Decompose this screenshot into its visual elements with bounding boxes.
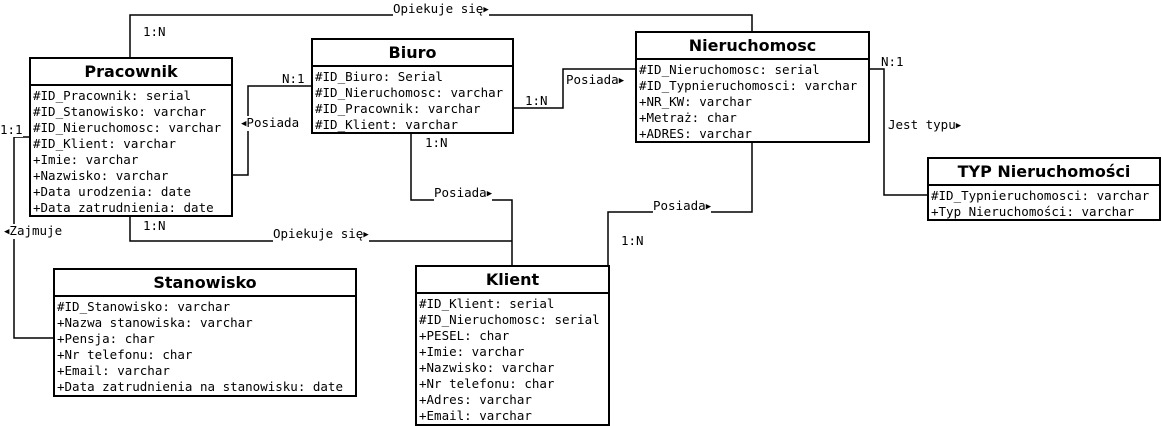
attribute: #ID_Klient: serial [419, 296, 555, 311]
attribute: +Adres: varchar [419, 392, 532, 407]
attribute: +Imie: varchar [419, 344, 525, 359]
attribute: +Nazwisko: varchar [419, 360, 555, 375]
attribute: +Email: varchar [419, 408, 532, 423]
attribute: +Nazwa stanowiska: varchar [57, 315, 253, 330]
attribute-list: #ID_Pracownik: serial #ID_Stanowisko: va… [31, 86, 231, 216]
attribute: +Data zatrudnienia: date [33, 200, 214, 215]
cardinality-label: 1:N [425, 135, 448, 150]
attribute: #ID_Nieruchomosc: varchar [315, 85, 504, 100]
entity-title: Klient [417, 267, 608, 294]
arrow-right-icon: ▶ [955, 121, 962, 131]
attribute-list: #ID_Typnieruchomosci: varchar +Typ Nieru… [929, 186, 1159, 220]
entity-typ-nieruchomosci[interactable]: TYP Nieruchomości #ID_Typnieruchomosci: … [927, 157, 1161, 221]
attribute-list: #ID_Nieruchomosc: serial #ID_Typnierucho… [637, 60, 868, 142]
relation-label: ◀Posiada [241, 115, 300, 131]
arrow-right-icon: ▶ [618, 76, 625, 86]
attribute: #ID_Klient: varchar [33, 136, 176, 151]
attribute: +ADRES: varchar [639, 126, 752, 141]
attribute: +NR_KW: varchar [639, 94, 752, 109]
cardinality-label: 1:N [143, 24, 166, 39]
line-biuro-nieruchomosc [513, 68, 635, 109]
attribute: +Data urodzenia: date [33, 184, 192, 199]
entity-stanowisko[interactable]: Stanowisko #ID_Stanowisko: varchar +Nazw… [53, 268, 357, 397]
attribute: +Imie: varchar [33, 152, 139, 167]
attribute: +Email: varchar [57, 363, 170, 378]
relation-label: Posiada▶ [566, 72, 625, 88]
attribute: #ID_Biuro: Serial [315, 69, 443, 84]
arrow-right-icon: ▶ [363, 230, 369, 240]
attribute: #ID_Nieruchomosc: varchar [33, 120, 222, 135]
cardinality-label: 1:N [525, 93, 548, 108]
attribute: #ID_Nieruchomosc: serial [419, 312, 600, 327]
attribute: #ID_Nieruchomosc: serial [639, 62, 820, 77]
arrow-right-icon: ▶ [705, 202, 712, 212]
entity-pracownik[interactable]: Pracownik #ID_Pracownik: serial #ID_Stan… [29, 57, 233, 217]
attribute-list: #ID_Klient: serial #ID_Nieruchomosc: ser… [417, 294, 608, 424]
attribute: #ID_Typnieruchomosci: varchar [639, 78, 858, 93]
attribute: +Nr telefonu: char [57, 347, 193, 362]
cardinality-label: N:1 [881, 54, 904, 69]
attribute-list: #ID_Biuro: Serial #ID_Nieruchomosc: varc… [313, 67, 512, 133]
relation-label: Opiekuje się▶ [273, 226, 369, 242]
attribute: #ID_Pracownik: serial [33, 88, 192, 103]
relation-label: ◀Zajmuje [4, 223, 63, 239]
relation-label: Jest typu▶ [888, 117, 962, 133]
entity-klient[interactable]: Klient #ID_Klient: serial #ID_Nieruchomo… [415, 265, 610, 426]
relation-label: Opiekuje się▶ [393, 1, 489, 17]
arrow-right-icon: ▶ [486, 189, 493, 199]
entity-title: Biuro [313, 40, 512, 67]
attribute: +Typ Nieruchomości: varchar [931, 204, 1135, 219]
attribute: +PESEL: char [419, 328, 510, 343]
entity-title: Stanowisko [55, 270, 355, 297]
line-opiekuje-bottom [129, 217, 512, 242]
attribute: #ID_Pracownik: varchar [315, 101, 481, 116]
relation-label: Posiada▶ [434, 185, 493, 201]
attribute: #ID_Typnieruchomosci: varchar [931, 188, 1150, 203]
attribute: #ID_Stanowisko: varchar [57, 299, 231, 314]
attribute: +Nazwisko: varchar [33, 168, 169, 183]
cardinality-label: 1:1 [0, 122, 23, 137]
attribute: +Data zatrudnienia na stanowisku: date [57, 379, 343, 394]
entity-title: Nieruchomosc [637, 33, 868, 60]
relation-label: Posiada▶ [653, 198, 712, 214]
attribute: #ID_Klient: varchar [315, 117, 458, 132]
attribute-list: #ID_Stanowisko: varchar +Nazwa stanowisk… [55, 297, 355, 395]
cardinality-label: 1:N [143, 218, 166, 233]
attribute: #ID_Stanowisko: varchar [33, 104, 207, 119]
attribute: +Pensja: char [57, 331, 155, 346]
entity-nieruchomosc[interactable]: Nieruchomosc #ID_Nieruchomosc: serial #I… [635, 31, 870, 143]
arrow-left-icon: ◀ [4, 227, 10, 237]
cardinality-label: N:1 [282, 71, 305, 86]
entity-title: TYP Nieruchomości [929, 159, 1159, 186]
arrow-right-icon: ▶ [483, 5, 489, 15]
entity-title: Pracownik [31, 59, 231, 86]
attribute: +Nr telefonu: char [419, 376, 555, 391]
cardinality-label: 1:N [621, 233, 644, 248]
arrow-left-icon: ◀ [241, 119, 247, 129]
entity-biuro[interactable]: Biuro #ID_Biuro: Serial #ID_Nieruchomosc… [311, 38, 514, 134]
line-nieruchomosc-typ [869, 68, 927, 196]
attribute: +Metraż: char [639, 110, 737, 125]
